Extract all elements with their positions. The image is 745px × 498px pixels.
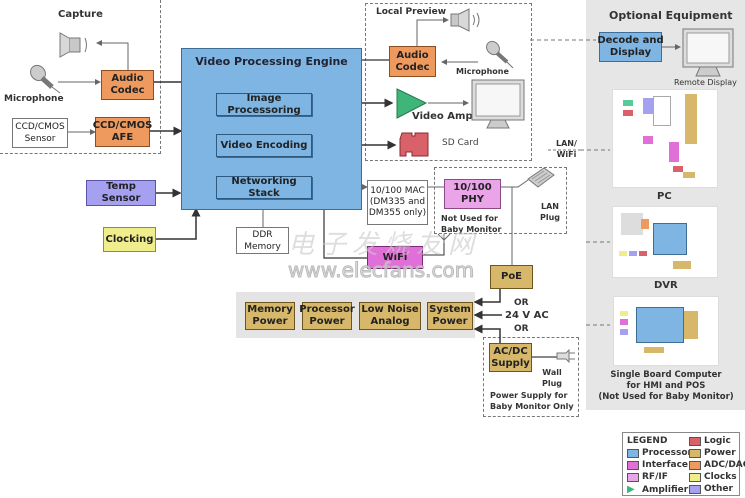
image-processing-block: Image Processoring xyxy=(216,93,312,116)
low-noise-analog: Low Noise Analog xyxy=(359,302,421,330)
video-encoding-block: Video Encoding xyxy=(216,134,312,157)
phy-block: 10/100 PHY xyxy=(444,179,501,209)
interface-swatch xyxy=(627,460,639,470)
local-preview-group xyxy=(365,3,532,161)
preview-microphone-label: Microphone xyxy=(456,67,509,76)
wifi-block: WiFi xyxy=(367,246,423,269)
legend-amplifier: ▶Amplifier xyxy=(627,484,689,495)
legend-power: Power xyxy=(689,448,736,458)
legend-interface: Interface xyxy=(627,460,688,470)
optional-title: Optional Equipment xyxy=(609,9,733,22)
video-amp-label: Video Amp xyxy=(412,111,473,122)
preview-speaker-icon xyxy=(450,8,480,32)
legend-other: Other xyxy=(689,484,733,494)
remote-display-icon xyxy=(682,28,734,77)
lan-plug-label: LAN Plug xyxy=(540,202,561,222)
capture-title: Capture xyxy=(58,9,103,20)
dvr-label: DVR xyxy=(654,280,678,291)
poe-block: PoE xyxy=(490,265,533,289)
video-amp-icon xyxy=(396,88,428,119)
legend-title: LEGEND xyxy=(627,436,668,446)
acdc-supply: AC/DC Supply xyxy=(489,343,532,372)
preview-microphone-icon xyxy=(486,40,514,69)
lan-wifi-label: LAN/ WiFi xyxy=(556,139,577,159)
watermark-url: www.elecfans.com xyxy=(287,258,475,283)
watermark-cn: 电子发烧友网 xyxy=(288,230,481,260)
capture-microphone-label: Microphone xyxy=(4,94,64,104)
sd-card-icon xyxy=(399,132,429,157)
pc-thumbnail[interactable] xyxy=(612,89,718,188)
mac-block: 10/100 MAC (DM335 and DM355 only) xyxy=(367,180,428,225)
system-power: System Power xyxy=(427,302,473,330)
microphone-icon xyxy=(30,64,61,94)
ddr-memory: DDR Memory xyxy=(236,227,289,254)
other-swatch xyxy=(689,484,701,494)
capture-audio-codec: Audio Codec xyxy=(101,70,154,100)
speaker-icon xyxy=(59,32,87,58)
remote-display-label: Remote Display xyxy=(674,78,737,87)
networking-stack-block: Networking Stack xyxy=(216,176,312,199)
memory-power: Memory Power xyxy=(245,302,295,330)
engine-title: Video Processing Engine xyxy=(195,55,348,68)
or-label-2: OR xyxy=(514,324,529,334)
antenna-icon xyxy=(437,233,451,243)
ccd-cmos-sensor: CCD/CMOS Sensor xyxy=(12,118,68,148)
legend-clocks: Clocks xyxy=(689,472,737,482)
24v-ac-label: 24 V AC xyxy=(505,310,549,321)
processor-swatch xyxy=(627,448,639,458)
legend-logic: Logic xyxy=(689,436,731,446)
preview-audio-codec: Audio Codec xyxy=(389,46,436,77)
clocking: Clocking xyxy=(103,227,156,252)
video-processing-engine: Video Processing Engine Image Processori… xyxy=(181,48,362,210)
legend-processor: Processor xyxy=(627,448,692,458)
power-swatch xyxy=(689,448,701,458)
sd-card-label: SD Card xyxy=(442,138,479,148)
power-supply-group xyxy=(483,337,579,417)
adcdac-swatch xyxy=(689,460,701,470)
supply-note: Power Supply for Baby Monitor Only xyxy=(490,391,574,411)
legend: LEGEND Processor Interface RF/IF ▶Amplif… xyxy=(622,432,745,496)
legend-rfif: RF/IF xyxy=(627,472,668,482)
phy-note: Not Used for Baby Monitor xyxy=(441,214,502,234)
amplifier-triangle-icon: ▶ xyxy=(627,484,635,495)
rfif-swatch xyxy=(627,472,639,482)
wall-plug-label: Wall Plug xyxy=(542,368,563,388)
dvr-thumbnail[interactable] xyxy=(612,206,718,278)
ccd-cmos-afe: CCD/CMOS AFE xyxy=(93,117,152,147)
sbc-thumbnail[interactable] xyxy=(613,296,719,366)
lan-plug-icon xyxy=(527,167,555,188)
not-used-group xyxy=(434,167,567,234)
clocks-swatch xyxy=(689,472,701,482)
local-preview-title: Local Preview xyxy=(376,7,447,17)
capture-group xyxy=(0,0,161,154)
or-label-1: OR xyxy=(514,298,529,308)
temp-sensor: Temp Sensor xyxy=(86,180,156,206)
decode-display-block: Decode and Display xyxy=(597,32,664,62)
processor-power: Processor Power xyxy=(299,302,355,330)
legend-adcdac: ADC/DAC xyxy=(689,460,745,470)
logic-swatch xyxy=(689,436,701,446)
monitor-icon xyxy=(471,79,525,129)
pc-label: PC xyxy=(657,191,672,202)
wall-plug-icon xyxy=(556,349,575,363)
sbc-label: Single Board Computer for HMI and POS (N… xyxy=(598,370,734,402)
